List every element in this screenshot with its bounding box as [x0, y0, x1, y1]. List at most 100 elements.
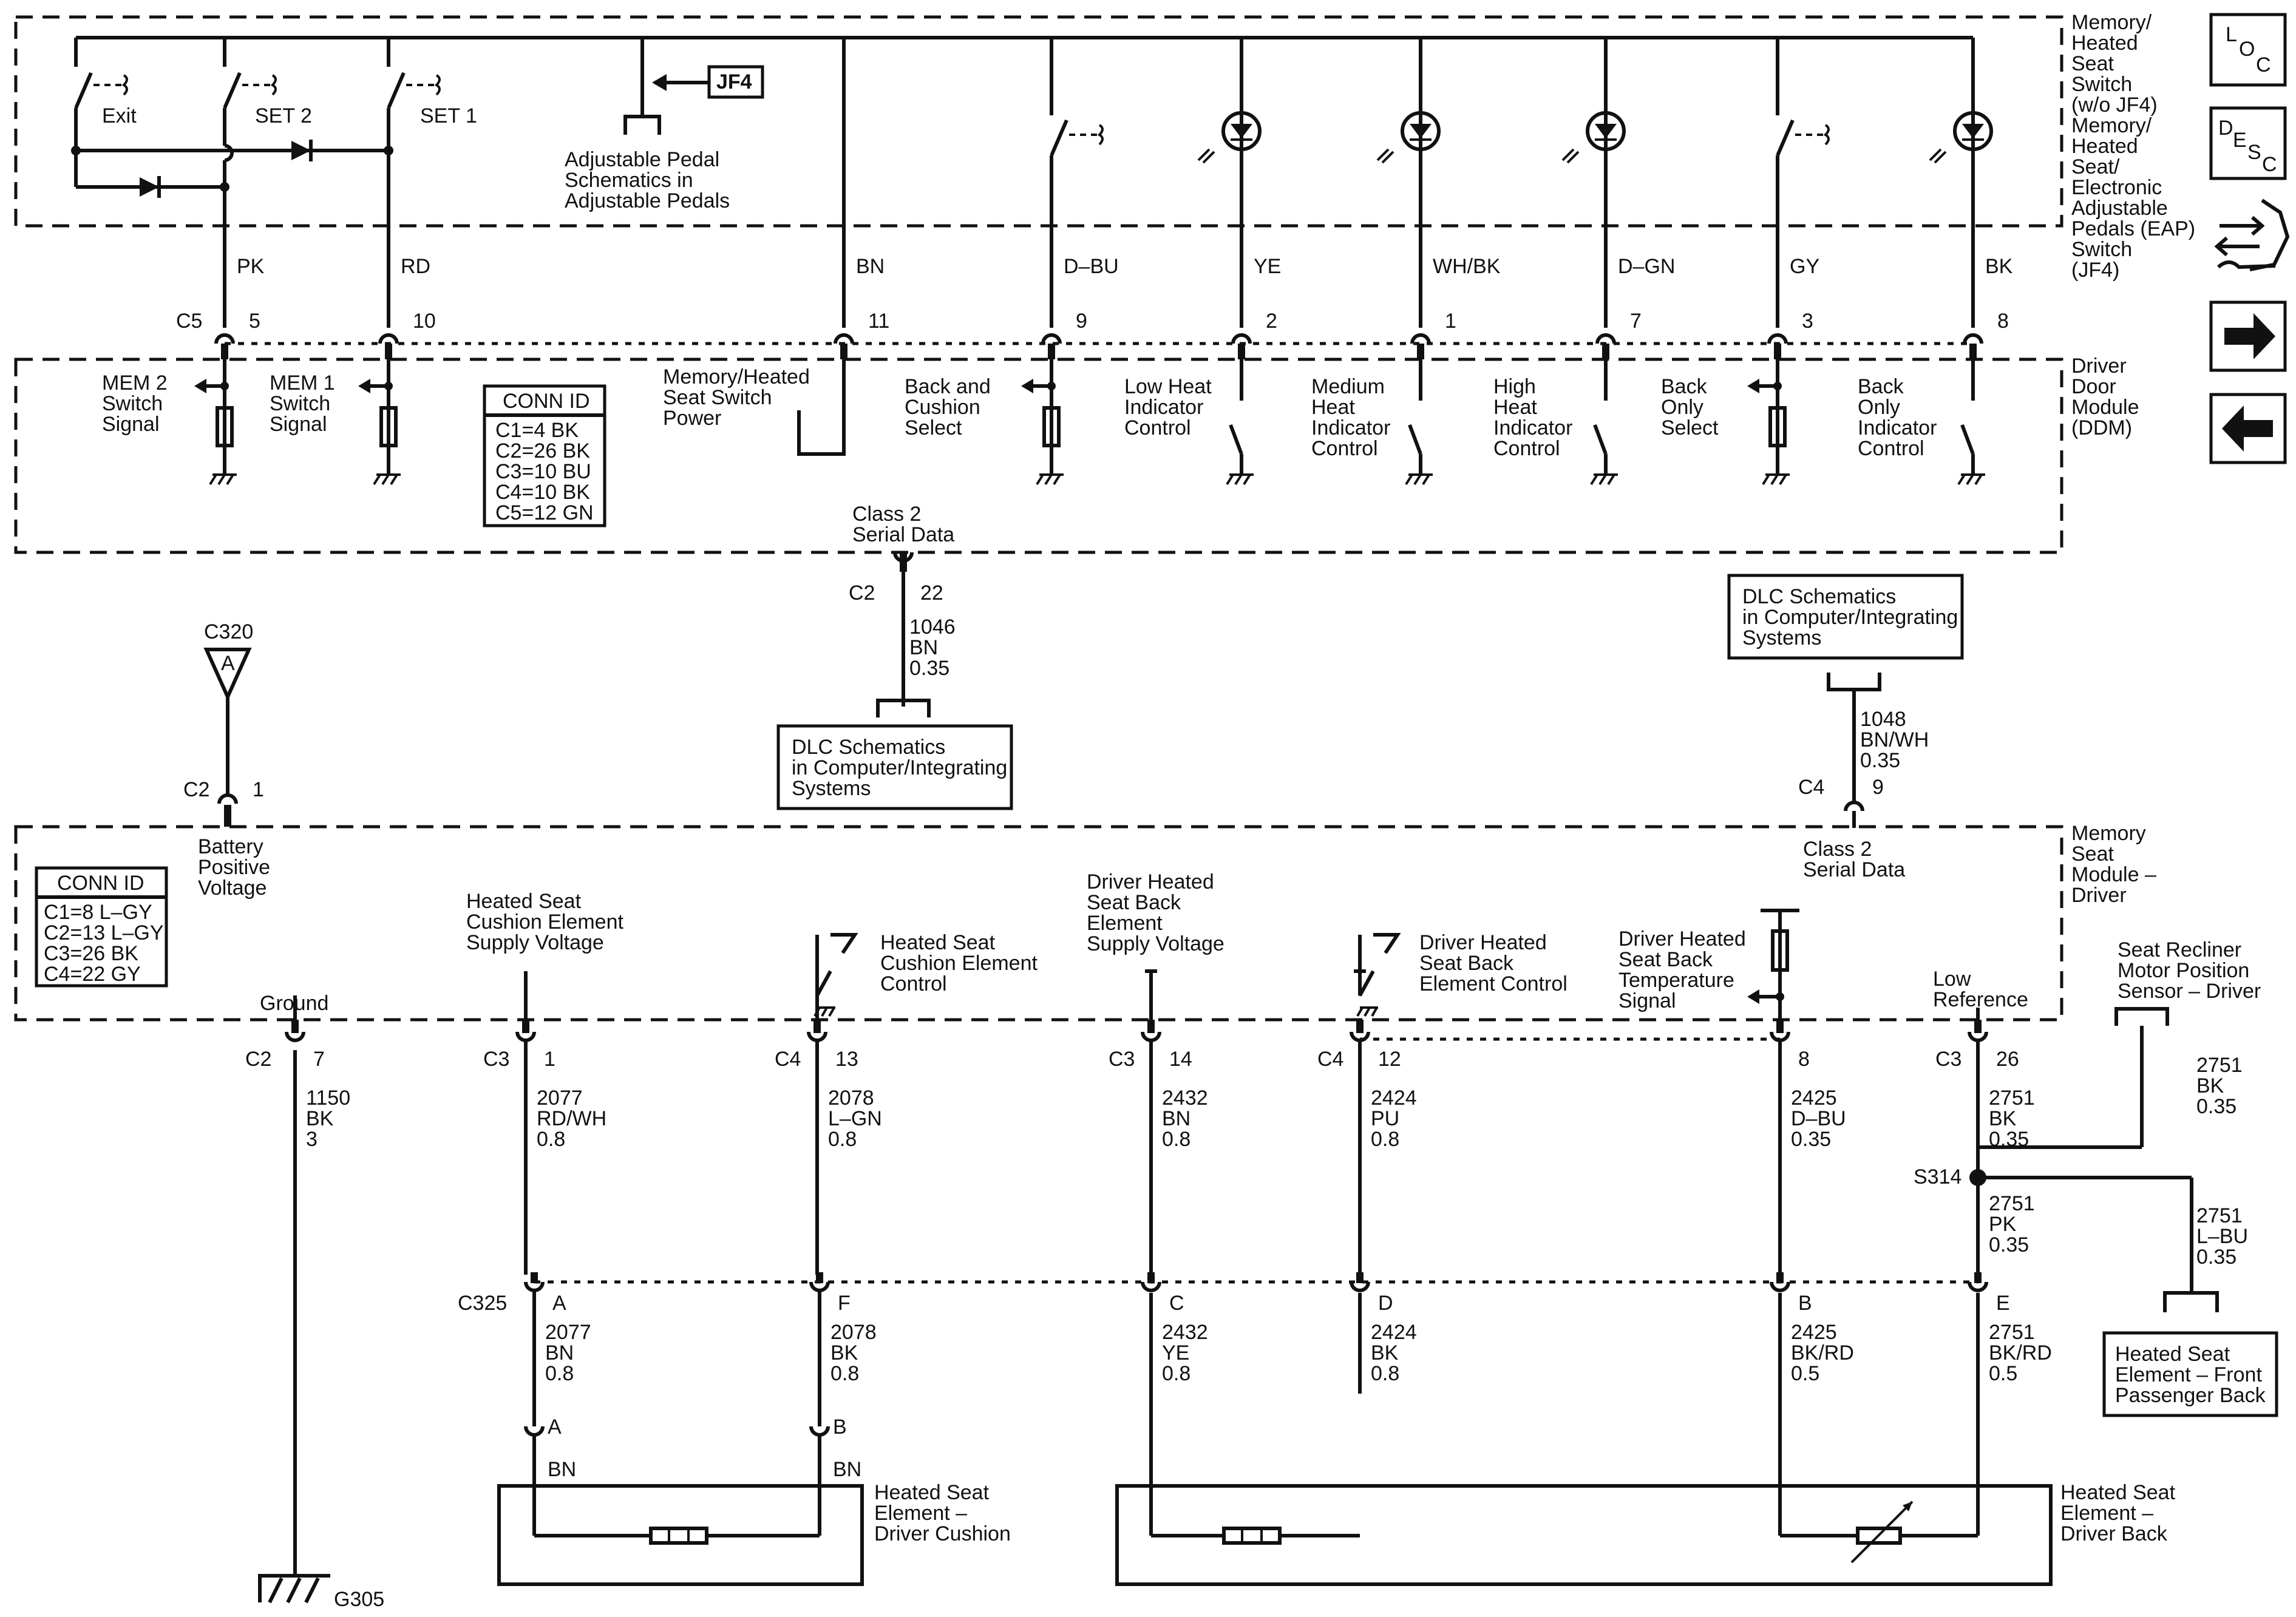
msm-pin-number: 1 [544, 1048, 555, 1071]
c5-pin-cup [1231, 333, 1252, 344]
switch-internals [71, 36, 1993, 328]
c5-wire-color: BN [856, 255, 885, 278]
svg-text:O: O [2239, 38, 2255, 61]
msm-connector-label: C3 [483, 1048, 509, 1071]
switch-module-boundary [14, 15, 2063, 228]
c325-pin-cup [1968, 1281, 1988, 1292]
c5-wire-color: PK [237, 255, 265, 278]
svg-text:C: C [2262, 153, 2277, 176]
msm-connector-label: C4 [775, 1048, 801, 1071]
c325-pin-body [531, 1272, 538, 1283]
harness-connector-icon[interactable] [2214, 198, 2290, 271]
msm-connector-label: C3 [1109, 1048, 1135, 1071]
c325-pin-letter: C [1169, 1292, 1184, 1315]
msm-serial-connector: C4 [1798, 776, 1824, 799]
ddm-conn-id-table [483, 384, 606, 527]
c5-pin-body [1417, 344, 1424, 359]
c5-pin-body [840, 344, 847, 359]
cushion-wire-b: BN [833, 1458, 861, 1481]
c5-pin-number: 1 [1445, 310, 1456, 333]
msm-pin-cup [285, 1031, 305, 1042]
msm-pin-number: 26 [1996, 1048, 2019, 1071]
msm-pin-cup [1770, 1031, 1790, 1042]
msm-module-boundary [14, 825, 2063, 1022]
c5-pin-cup [214, 333, 235, 344]
battery-connector: C2 [183, 778, 209, 801]
ground-point-label: G305 [334, 1588, 384, 1611]
c5-wire-color: GY [1790, 255, 1819, 278]
c5-pin-number: 10 [413, 310, 436, 333]
c5-wire-color: BK [1985, 255, 2013, 278]
led-low [1197, 38, 1262, 328]
msm-pin-number: 8 [1798, 1048, 1810, 1071]
c5-pin-cup [378, 333, 399, 344]
ground-g305 [258, 1050, 330, 1604]
ddm-serial-connector: C2 [849, 581, 875, 605]
c325-pin-cup [809, 1281, 830, 1292]
c5-pin-number: 7 [1630, 310, 1642, 333]
splice-label: S314 [1914, 1165, 1961, 1188]
msm-pin-body [522, 1020, 529, 1033]
c5-pin-body [1602, 344, 1609, 359]
set2-label: SET 2 [255, 104, 312, 127]
cushion-element [497, 1426, 864, 1586]
msm-connector-label: C2 [245, 1048, 271, 1071]
c5-pin-cup [834, 333, 854, 344]
c5-pin-cup [1595, 333, 1616, 344]
c5-wire-color: RD [401, 255, 430, 278]
loc-button[interactable]: L O C [2209, 13, 2287, 87]
msm-connector-label: C3 [1935, 1048, 1961, 1071]
ddm-serial-pin: 22 [920, 581, 943, 605]
c5-pin-cup [1041, 333, 1062, 344]
c325-pin-cup [1350, 1281, 1370, 1292]
msm-serial-pin: 9 [1872, 776, 1884, 799]
c5-pin-cup [1767, 333, 1788, 344]
msm-pin-cup [1350, 1031, 1370, 1042]
desc-button[interactable]: D E S C [2209, 106, 2287, 180]
c5-pin-number: 5 [249, 310, 260, 333]
c5-pin-cup [1963, 333, 1983, 344]
msm-pin-body [1147, 1020, 1155, 1033]
msm-internals [293, 909, 1980, 1020]
prev-arrow-button[interactable] [2209, 393, 2287, 464]
c325-pin-body [1147, 1272, 1155, 1283]
next-arrow-button[interactable] [2209, 300, 2287, 372]
c325-pin-body [1974, 1272, 1982, 1283]
msm-pin-body [1776, 1020, 1784, 1033]
msm-pin-cup [1141, 1031, 1161, 1042]
msm-pin-number: 14 [1169, 1048, 1192, 1071]
msm-pin-cup [807, 1031, 827, 1042]
msm-connector-label: C4 [1317, 1048, 1343, 1071]
battery-pin: 1 [253, 778, 264, 801]
